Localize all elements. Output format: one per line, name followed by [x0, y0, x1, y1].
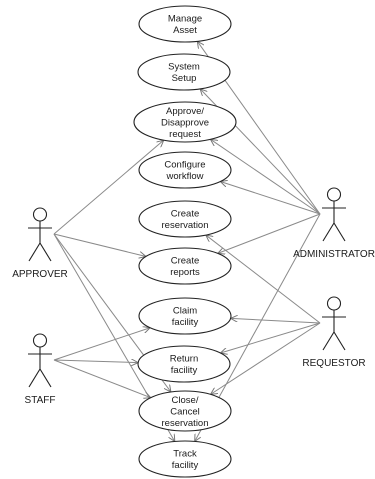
association-administrator-approve-disapprove-request: [210, 139, 321, 215]
use-case-label: reservation: [162, 220, 209, 231]
use-case-ellipse: [138, 151, 232, 189]
actor-requestor: REQUESTOR: [302, 296, 366, 369]
use-case-ellipse: [138, 247, 232, 285]
use-case-label: System: [168, 62, 200, 73]
use-case-label: Create: [171, 209, 200, 220]
actor-stick-figure-icon: [322, 310, 346, 351]
association-staff-return-facility: [53, 360, 138, 363]
actor-label: REQUESTOR: [302, 358, 365, 369]
actor-head-icon: [326, 296, 342, 311]
use-case-label: Manage: [168, 14, 202, 25]
use-case-label: request: [169, 129, 201, 140]
use-case-label: facility: [171, 365, 198, 376]
use-cases: ManageAssetSystemSetupApprove/Disapprove…: [133, 5, 237, 478]
use-case-label: facility: [172, 317, 199, 328]
association-staff-close-cancel-reservation: [53, 359, 151, 398]
use-case-ellipse: [138, 390, 232, 432]
actor-label: APPROVER: [12, 269, 68, 280]
association-administrator-configure-workflow: [220, 182, 321, 215]
use-case-label: Configure: [164, 160, 205, 171]
use-case-label: Setup: [172, 73, 197, 84]
actor-approver: APPROVER: [12, 207, 68, 280]
use-case-ellipse: [138, 5, 232, 43]
association-requestor-return-facility: [220, 322, 321, 353]
actor-staff: STAFF: [25, 333, 56, 406]
use-case-ellipse: [138, 440, 232, 478]
use-case-label: Track: [173, 449, 197, 460]
actor-stick-figure-icon: [28, 347, 52, 388]
actor-stick-figure-icon: [322, 201, 346, 242]
actor-administrator: ADMINISTRATOR: [293, 187, 375, 260]
use-case-label: workflow: [166, 171, 204, 182]
use-case-label: Return: [170, 354, 199, 365]
association-approver-approve-disapprove-request: [53, 140, 164, 235]
use-case-label: Disapprove: [161, 117, 209, 128]
actor-head-icon: [32, 207, 48, 222]
actor-stick-figure-icon: [28, 221, 52, 262]
use-case-label: Approve/: [166, 106, 204, 117]
use-case-ellipse: [138, 297, 232, 335]
association-staff-claim-facility: [53, 328, 150, 361]
use-case-label: reservation: [162, 418, 209, 429]
actors: APPROVER STAFF ADMINISTRATOR REQUESTOR: [12, 187, 375, 406]
use-case-label: Create: [171, 256, 200, 267]
use-case-ellipse: [133, 101, 237, 143]
use-case-label: Cancel: [170, 406, 200, 417]
use-case-label: reports: [170, 267, 200, 278]
actor-head-icon: [326, 187, 342, 202]
use-case-label: facility: [172, 460, 199, 471]
use-case-ellipse: [137, 345, 231, 383]
use-case-label: Asset: [173, 25, 197, 36]
association-requestor-claim-facility: [231, 318, 321, 324]
association-requestor-close-cancel-reservation: [211, 322, 321, 394]
use-case-label: Claim: [173, 306, 197, 317]
use-case-label: Close/: [172, 395, 199, 406]
actor-label: STAFF: [25, 395, 56, 406]
use-case-ellipse: [137, 53, 231, 91]
association-requestor-create-reservation: [206, 235, 321, 324]
association-administrator-create-reports: [218, 213, 321, 253]
actor-label: ADMINISTRATOR: [293, 249, 375, 260]
actor-head-icon: [32, 333, 48, 348]
association-approver-create-reports: [53, 233, 146, 256]
use-case-ellipse: [138, 200, 232, 238]
